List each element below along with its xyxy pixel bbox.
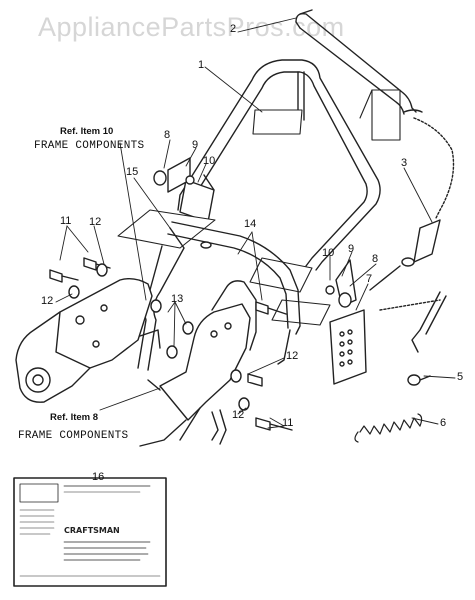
site-watermark: AppliancePartsPros.com [38, 12, 345, 42]
upper-handle [177, 59, 381, 271]
callout-5: 5 [457, 371, 464, 383]
callout-12-upper-left: 12 [89, 216, 102, 228]
callout-12-lower-left: 12 [41, 295, 54, 307]
callout-11-right: 11 [282, 417, 294, 429]
callout-9-upper: 9 [192, 139, 199, 151]
callout-10-upper: 10 [203, 155, 216, 167]
ref-item-8-subtitle: FRAME COMPONENTS [18, 430, 129, 442]
callout-13: 13 [171, 293, 184, 305]
ref-item-10-title: Ref. Item 10 [60, 126, 114, 137]
callout-8-lower: 8 [372, 253, 379, 265]
callout-2: 2 [230, 23, 237, 35]
callout-9-lower: 9 [348, 243, 355, 255]
manual-brand: CRAFTSMAN [64, 526, 120, 535]
left-frame-assembly [15, 277, 161, 403]
ref-item-8-title: Ref. Item 8 [50, 412, 99, 423]
reference-panels [117, 89, 401, 326]
callout-1: 1 [198, 59, 205, 71]
callout-3: 3 [401, 157, 408, 169]
callout-15: 15 [126, 166, 139, 178]
callout-10-lower: 10 [322, 247, 335, 259]
callout-14: 14 [244, 218, 257, 230]
owners-manual [13, 477, 167, 587]
fasteners [49, 257, 293, 431]
callout-6: 6 [440, 417, 447, 429]
control-cable [369, 117, 455, 291]
control-lever [295, 9, 423, 115]
main-frame-body [139, 280, 257, 447]
pivot-hardware [153, 157, 357, 308]
callout-16: 16 [92, 471, 105, 483]
callout-11-left: 11 [60, 215, 72, 227]
callout-12-upper-right: 12 [286, 350, 299, 362]
bracket-plate [329, 309, 367, 385]
lever-link [379, 291, 447, 386]
callout-7: 7 [366, 273, 373, 285]
spring [354, 413, 423, 443]
ref-item-10-subtitle: FRAME COMPONENTS [34, 140, 145, 152]
callout-12-lower-right: 12 [232, 409, 245, 421]
callout-8-upper: 8 [164, 129, 171, 141]
